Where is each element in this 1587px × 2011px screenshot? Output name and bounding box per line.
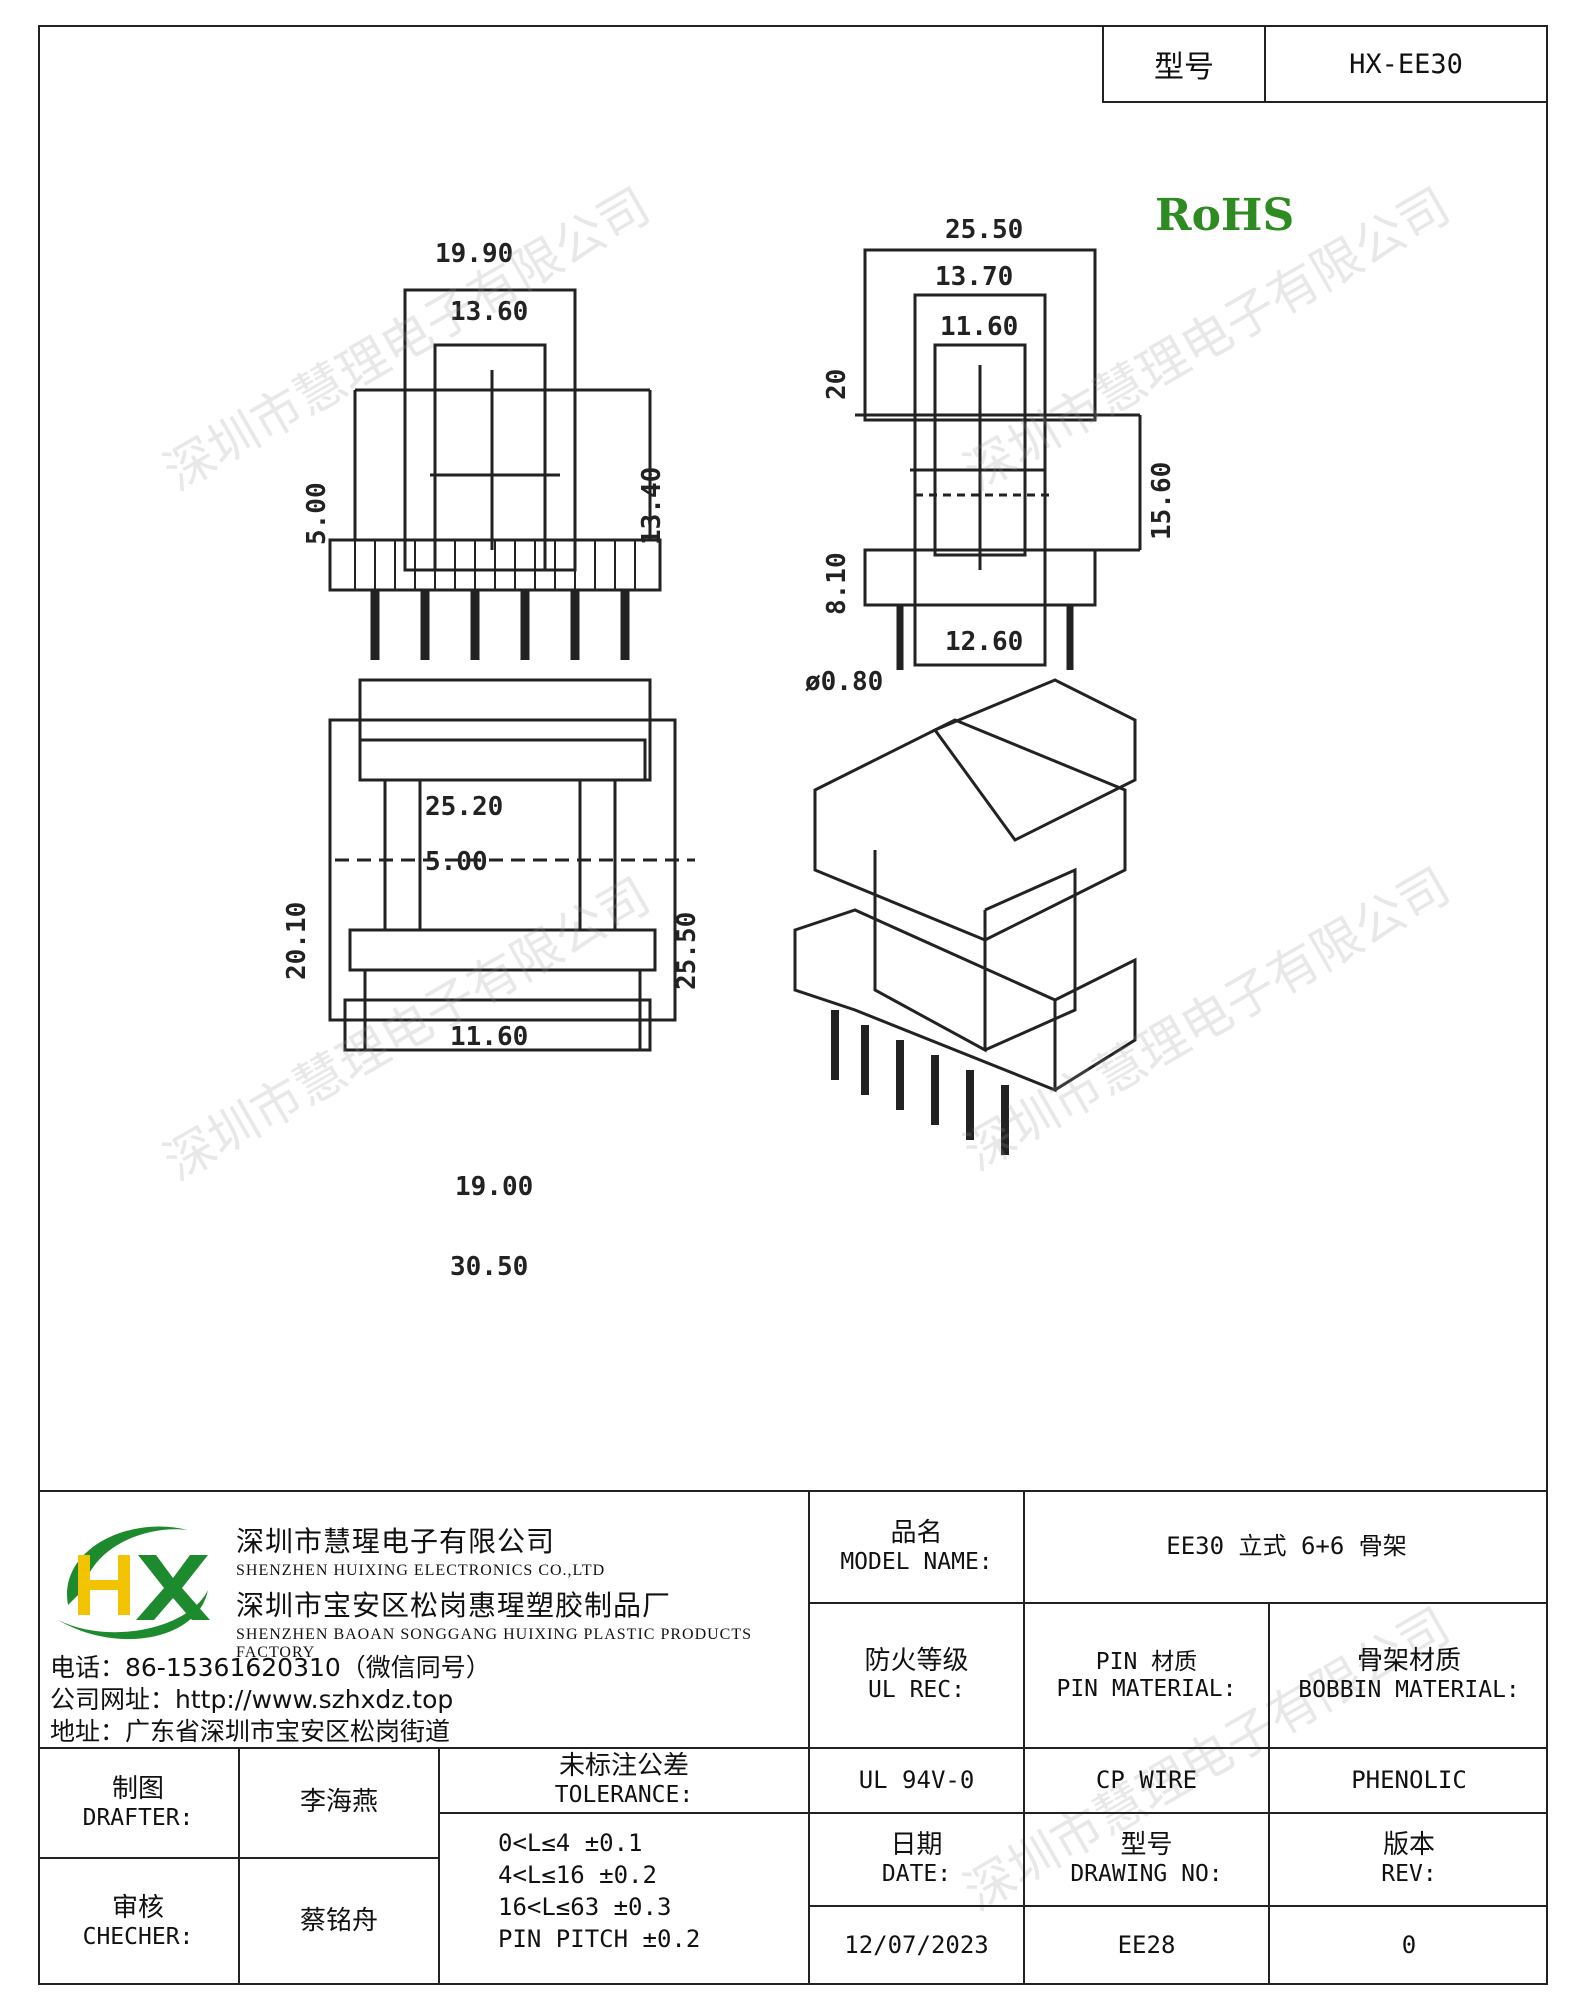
company-phone: 电话：86-15361620310（微信同号） bbox=[50, 1653, 491, 1682]
dim-v2-f: 8.10 bbox=[822, 552, 852, 615]
company-name-cn: 深圳市慧瑆电子有限公司 bbox=[236, 1525, 556, 1558]
drafter-value: 李海燕 bbox=[299, 1787, 378, 1818]
dim-v3-f: 19.00 bbox=[455, 1172, 533, 1202]
company-info: 深圳市慧瑆电子有限公司 SHENZHEN HUIXING ELECTRONICS… bbox=[38, 1492, 808, 1747]
dim-v3-a: 25.20 bbox=[425, 792, 503, 822]
dim-v1-a: 19.90 bbox=[435, 239, 513, 269]
rev-value: 0 bbox=[1401, 1931, 1417, 1960]
pin-material-value: CP WIRE bbox=[1095, 1765, 1198, 1794]
dim-v3-d: 25.50 bbox=[672, 912, 702, 990]
tolerance-row: 0<L≤4 ±0.1 bbox=[498, 1829, 643, 1857]
dim-v2-e: 20 bbox=[822, 369, 852, 400]
tolerance-list: 0<L≤4 ±0.1 4<L≤16 ±0.2 16<L≤63 ±0.3 PIN … bbox=[498, 1827, 700, 1955]
bobbin-material-value: PHENOLIC bbox=[1351, 1765, 1467, 1794]
checker-value: 蔡铭舟 bbox=[299, 1906, 378, 1937]
model-value: HX-EE30 bbox=[1349, 48, 1463, 80]
dim-v1-b: 13.60 bbox=[450, 297, 528, 327]
model-key: 型号 bbox=[1104, 27, 1266, 101]
company-address: 地址：广东省深圳市宝安区松岗街道 bbox=[50, 1717, 451, 1746]
company-name-en: SHENZHEN HUIXING ELECTRONICS CO.,LTD bbox=[236, 1562, 606, 1579]
model-header-box: 型号 HX-EE30 bbox=[1102, 25, 1548, 103]
dim-v3-g: 30.50 bbox=[450, 1252, 528, 1282]
date-value: 12/07/2023 bbox=[844, 1931, 989, 1960]
dim-v2-d: 15.60 bbox=[1147, 462, 1177, 540]
front-view bbox=[328, 288, 662, 660]
dim-v2-h: ø0.80 bbox=[805, 667, 883, 697]
dim-v2-a: 25.50 bbox=[945, 215, 1023, 245]
factory-name-en: SHENZHEN BAOAN SONGGANG HUIXING PLASTIC … bbox=[236, 1626, 753, 1661]
rohs-mark: RoHS bbox=[1155, 190, 1294, 241]
drawing-no-value: EE28 bbox=[1117, 1931, 1176, 1960]
dim-v1-c: 13.40 bbox=[637, 467, 667, 545]
dim-v1-d: 5.00 bbox=[302, 482, 332, 545]
tolerance-row: 4<L≤16 ±0.2 bbox=[498, 1861, 657, 1889]
dim-v3-b: 5.00 bbox=[425, 847, 488, 877]
ul-value: UL 94V-0 bbox=[858, 1765, 975, 1794]
technical-drawing: RoHS 19.90 13.60 13.40 5.00 25.50 13.70 … bbox=[282, 190, 1294, 1282]
dim-v2-b: 13.70 bbox=[935, 262, 1013, 292]
title-block: 深圳市慧瑆电子有限公司 SHENZHEN HUIXING ELECTRONICS… bbox=[38, 1490, 1548, 1987]
drawing-frame bbox=[38, 25, 1548, 1985]
dim-v2-g: 12.60 bbox=[945, 627, 1023, 657]
dim-v3-e: 11.60 bbox=[450, 1022, 528, 1052]
side-view bbox=[855, 248, 1142, 670]
model-name-value: EE30 立式 6+6 骨架 bbox=[1166, 1532, 1407, 1561]
tolerance-row: 16<L≤63 ±0.3 bbox=[498, 1893, 672, 1921]
isometric-view bbox=[793, 678, 1137, 1155]
tolerance-row: PIN PITCH ±0.2 bbox=[498, 1925, 701, 1953]
company-logo-icon bbox=[58, 1526, 210, 1640]
dim-v3-c: 20.10 bbox=[282, 902, 312, 980]
top-view bbox=[328, 678, 695, 1052]
factory-name-cn: 深圳市宝安区松岗惠瑆塑胶制品厂 bbox=[236, 1589, 672, 1622]
dim-v2-c: 11.60 bbox=[940, 312, 1018, 342]
company-website[interactable]: 公司网址：http://www.szhxdz.top bbox=[50, 1685, 454, 1714]
